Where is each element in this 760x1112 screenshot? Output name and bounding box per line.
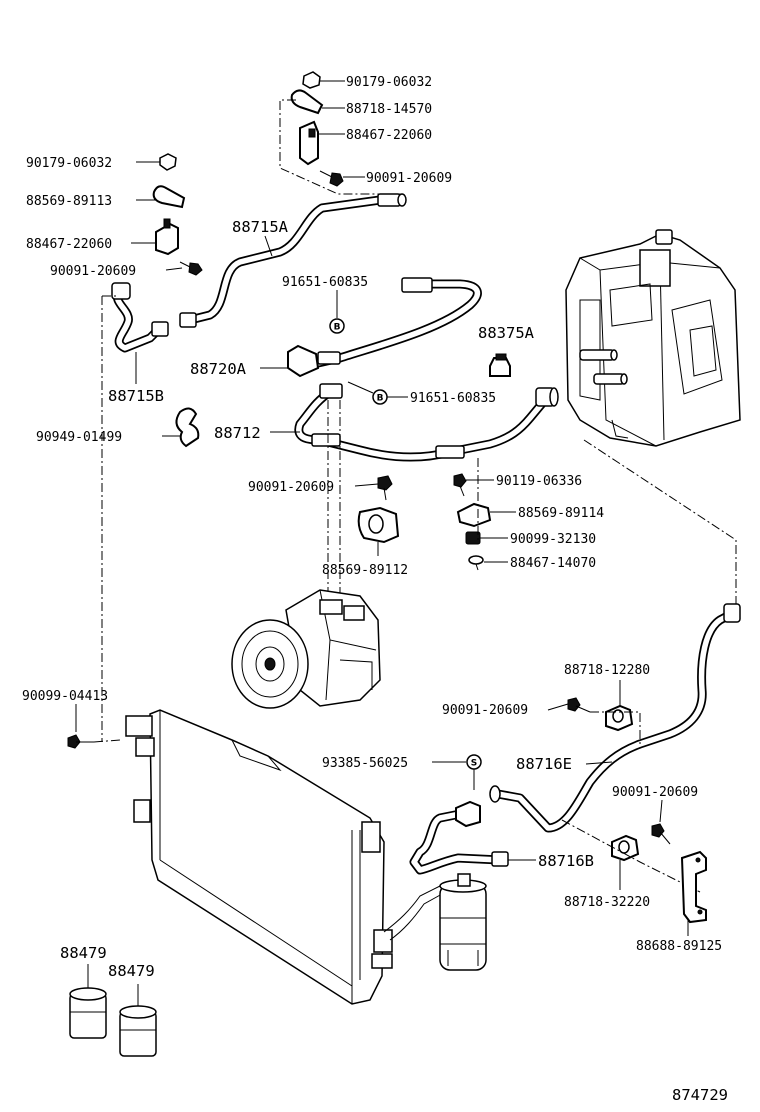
label-88718-12280: 88718-12280 <box>564 663 650 678</box>
label-90179-06032-top: 90179-06032 <box>346 75 432 90</box>
label-88479-a: 88479 <box>60 944 107 962</box>
label-88715B: 88715B <box>108 387 164 405</box>
hose-88716E <box>489 603 741 833</box>
b-marker-upper <box>329 318 345 334</box>
label-90099-04413: 90099-04413 <box>22 689 108 704</box>
label-88467-22060-top: 88467-22060 <box>346 128 432 143</box>
hose-88715A <box>179 193 407 328</box>
b-marker-upper-letter: B <box>334 323 341 333</box>
label-88569-89112: 88569-89112 <box>322 563 408 578</box>
label-88715A: 88715A <box>232 218 289 236</box>
label-88569-89114: 88569-89114 <box>518 506 604 521</box>
bolt-90091-20609-top <box>319 170 344 187</box>
clamp-88718-32220 <box>611 834 640 862</box>
s-marker-letter: S <box>471 759 477 769</box>
label-91651-60835-a: 91651-60835 <box>282 275 368 290</box>
label-88569-89113: 88569-89113 <box>26 194 112 209</box>
hose-88720A <box>287 277 482 378</box>
label-88467-22060-left: 88467-22060 <box>26 237 112 252</box>
label-88718-14570: 88718-14570 <box>346 102 432 117</box>
label-90091-20609-far: 90091-20609 <box>612 785 698 800</box>
clamp-88569-89113 <box>152 185 186 209</box>
label-88479-b: 88479 <box>108 962 155 980</box>
clamp-88718-14570 <box>290 89 324 115</box>
evaporator-pipe-connectors <box>579 349 628 385</box>
receiver-dryer <box>439 873 487 971</box>
top-bracket-assembly <box>279 71 402 195</box>
label-88688-89125: 88688-89125 <box>636 939 722 954</box>
bolt-90099-04413 <box>67 734 94 749</box>
cushion-88479-b <box>119 1005 157 1057</box>
label-88375A: 88375A <box>478 324 535 342</box>
hose-88715B <box>111 282 169 353</box>
bolt-90091-20609-right <box>567 697 591 713</box>
figure-number: 874729 <box>672 1086 728 1104</box>
label-90179-06032-left: 90179-06032 <box>26 156 112 171</box>
bolt-90091-20609-far <box>651 823 671 845</box>
label-90091-20609-right: 90091-20609 <box>442 703 528 718</box>
label-90091-20609-mid: 90091-20609 <box>248 480 334 495</box>
label-90119-06336: 90119-06336 <box>496 474 582 489</box>
b-marker-lower-letter: B <box>377 394 384 404</box>
label-90099-32130: 90099-32130 <box>510 532 596 547</box>
label-90949-01499: 90949-01499 <box>36 430 122 445</box>
label-88716B: 88716B <box>538 852 594 870</box>
bracket-88569-89112 <box>357 506 400 544</box>
hose-88712 <box>294 383 559 462</box>
condenser <box>125 709 443 1005</box>
evaporator-unit <box>565 229 741 447</box>
label-88467-14070: 88467-14070 <box>510 556 596 571</box>
clamp-88718-12280 <box>605 704 634 732</box>
label-88718-32220: 88718-32220 <box>564 895 650 910</box>
label-88712: 88712 <box>214 424 261 442</box>
left-bracket-assembly <box>131 153 203 276</box>
hose-88716B <box>409 800 509 875</box>
bracket-88569-89114 <box>456 502 492 528</box>
label-93385-56025: 93385-56025 <box>322 756 408 771</box>
bracket-88467-22060-top <box>299 120 319 166</box>
nut-90179-06032-left <box>159 153 177 171</box>
cushion-88479-a <box>69 987 107 1039</box>
label-90091-20609-top: 90091-20609 <box>366 171 452 186</box>
bolt-90091-20609-mid <box>377 475 393 501</box>
bolt-90091-20609-left <box>179 261 203 276</box>
bolt-90119-06336 <box>453 473 467 497</box>
label-91651-60835-b: 91651-60835 <box>410 391 496 406</box>
label-88716E: 88716E <box>516 755 572 773</box>
clip-90949-01499 <box>175 407 200 448</box>
bracket-88688-89125 <box>680 850 707 924</box>
label-88720A: 88720A <box>190 360 247 378</box>
nut-90179-06032-top <box>302 71 321 89</box>
compressor <box>231 589 381 709</box>
cap-88375A <box>489 353 511 377</box>
label-90091-20609-left: 90091-20609 <box>50 264 136 279</box>
part-88467-14070 <box>468 555 484 571</box>
